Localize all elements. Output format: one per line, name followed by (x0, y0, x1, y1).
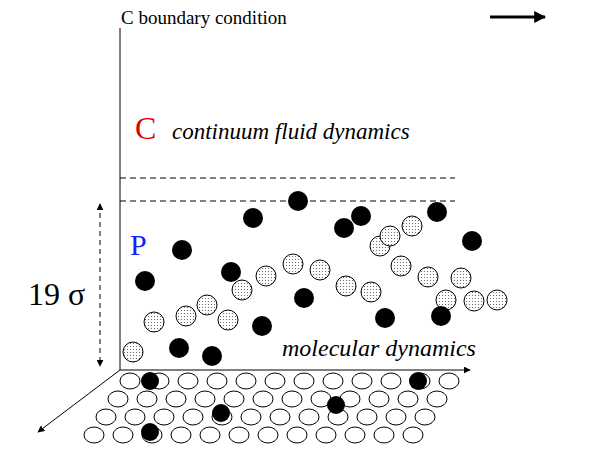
fluid-particle-dotted (361, 282, 381, 302)
dimension-arrow (100, 204, 101, 366)
fluid-particle-black (212, 404, 230, 422)
fluid-particle-dotted (336, 276, 356, 296)
wall-atom (96, 409, 116, 425)
interface-line (120, 178, 455, 179)
wall-atom (166, 391, 186, 407)
fluid-particle-dotted (218, 310, 238, 330)
wall-atom (236, 373, 256, 389)
fluid-particle-black (172, 240, 192, 260)
fluid-particle-black (462, 231, 482, 251)
fluid-particle-black (221, 262, 241, 282)
wall-atom (386, 409, 406, 425)
wall-atom (369, 391, 389, 407)
wall-atom (108, 391, 128, 407)
fluid-particle-dotted (464, 291, 484, 311)
fluid-particle-dotted (197, 295, 217, 315)
fluid-particle-black (202, 346, 222, 366)
wall-atom (113, 427, 133, 443)
interface-line (120, 201, 455, 202)
fluid-particle-dotted (144, 312, 164, 332)
fluid-particle-dotted (402, 216, 422, 236)
wall-atom (84, 427, 104, 443)
fluid-particle-dotted (232, 280, 252, 300)
wall-atom (403, 427, 423, 443)
z-axis (38, 370, 120, 432)
fluid-particle-black (141, 372, 159, 390)
wall-atom (253, 391, 273, 407)
fluid-particle-dotted (123, 342, 143, 362)
fluid-particle-black (375, 308, 395, 328)
wall-atom (171, 427, 191, 443)
fluid-particle-black (327, 396, 345, 414)
wall-atom (241, 409, 261, 425)
wall-atom (352, 373, 372, 389)
wall-atom (265, 373, 285, 389)
wall-atom (120, 373, 140, 389)
wall-atom (282, 391, 302, 407)
fluid-particle-black (141, 423, 159, 441)
fluid-particle-dotted (380, 226, 400, 246)
fluid-particle-black (351, 206, 371, 226)
wall-atom (410, 373, 430, 389)
wall-atom (125, 409, 145, 425)
wall-atom (178, 373, 198, 389)
fluid-particle-dotted (418, 267, 438, 287)
fluid-particle-dotted (391, 256, 411, 276)
fluid-particle-black (294, 288, 314, 308)
fluid-particle-black (252, 316, 272, 336)
wall-atom (398, 391, 418, 407)
region-letter: P (130, 230, 147, 260)
wall-atom (287, 427, 307, 443)
fluid-particle-dotted (283, 254, 303, 274)
wall-atom (427, 391, 447, 407)
wall-atom (415, 409, 435, 425)
wall-atom (154, 409, 174, 425)
wall-atom (270, 409, 290, 425)
wall-lattice (84, 372, 459, 443)
wall-atom (374, 427, 394, 443)
flow-arrow (490, 16, 545, 19)
fluid-particle-black (135, 271, 155, 291)
x-axis (120, 370, 470, 371)
wall-atom (299, 409, 319, 425)
wall-atom (316, 427, 336, 443)
wall-atom (381, 373, 401, 389)
wall-atom (258, 427, 278, 443)
fluid-particle-dotted (256, 266, 276, 286)
fluid-particles (123, 191, 507, 366)
fluid-particle-black (431, 306, 451, 326)
region-letter: C (135, 112, 156, 144)
fluid-particle-dotted (176, 306, 196, 326)
wall-atom (137, 391, 157, 407)
wall-atom (207, 373, 227, 389)
region-name: molecular dynamics (280, 336, 478, 360)
fluid-particle-dotted (451, 268, 471, 288)
wall-atom (357, 409, 377, 425)
wall-atom (224, 391, 244, 407)
region-name: continuum fluid dynamics (172, 120, 410, 143)
wall-atom (345, 427, 365, 443)
wall-atom (200, 427, 220, 443)
wall-atom (229, 427, 249, 443)
wall-atom (294, 373, 314, 389)
fluid-particle-dotted (487, 290, 507, 310)
dimension-label: 19 σ (28, 278, 85, 310)
fluid-particle-black (243, 208, 263, 228)
vertical-axis (120, 28, 121, 370)
wall-atom (183, 409, 203, 425)
header-label: C boundary condition (121, 8, 287, 27)
fluid-particle-black (409, 372, 427, 390)
wall-atom (323, 373, 343, 389)
wall-atom (439, 373, 459, 389)
wall-atom (195, 391, 215, 407)
fluid-particle-black (427, 202, 447, 222)
fluid-particle-dotted (310, 260, 330, 280)
fluid-particle-black (169, 338, 189, 358)
fluid-particle-black (334, 218, 354, 238)
fluid-particle-black (288, 191, 308, 211)
